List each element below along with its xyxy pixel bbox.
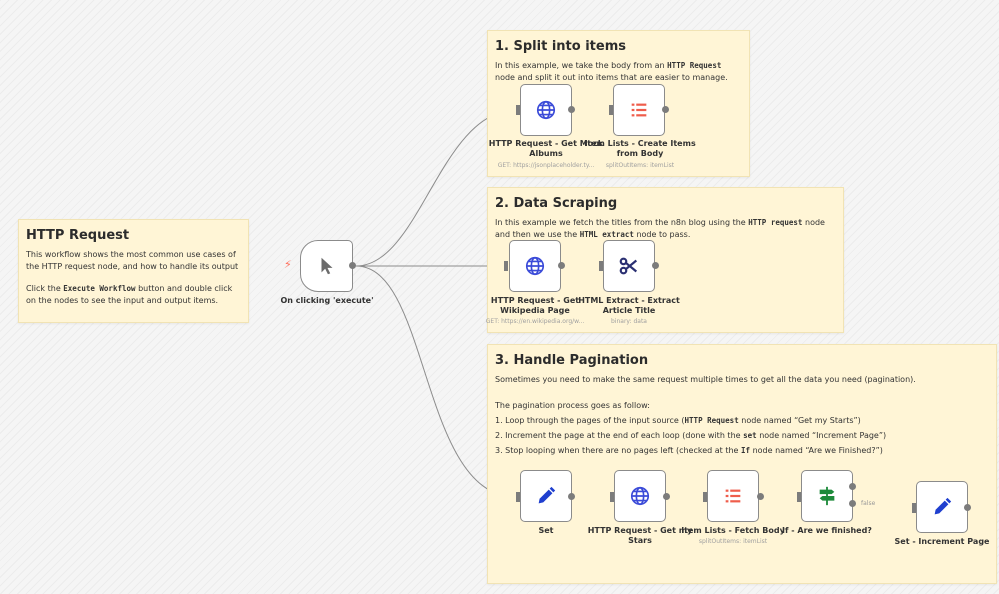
sticky-note-main[interactable]: HTTP Request This workflow shows the mos… — [18, 219, 249, 323]
input-handle[interactable] — [609, 105, 613, 115]
signpost-icon — [819, 486, 835, 506]
note-text: The pagination process goes as follow: — [495, 401, 650, 410]
branch-label-false: false — [861, 500, 876, 507]
node-html-extract[interactable] — [603, 240, 655, 292]
node-label: On clicking 'execute' — [280, 296, 374, 305]
output-handle[interactable] — [662, 106, 669, 113]
node-http-get-my-stars[interactable] — [614, 470, 666, 522]
input-handle[interactable] — [599, 261, 603, 271]
output-handle[interactable] — [568, 493, 575, 500]
input-handle[interactable] — [516, 105, 520, 115]
node-label: Set - Increment Page — [894, 537, 990, 546]
list-icon — [725, 489, 741, 503]
node-label: HTML Extract - Extract Article Title — [578, 296, 680, 315]
output-handle[interactable] — [568, 106, 575, 113]
node-item-lists-fetch-body[interactable] — [707, 470, 759, 522]
globe-icon — [536, 100, 556, 120]
note-text: Click the Execute Workflow button and do… — [26, 284, 233, 305]
input-handle[interactable] — [504, 261, 508, 271]
node-http-get-mock-albums[interactable] — [520, 84, 572, 136]
scissors-icon — [619, 257, 638, 275]
cursor-icon — [321, 257, 332, 275]
node-subtitle: GET: https://en.wikipedia.org/w... — [485, 318, 585, 325]
note-title: 1. Split into items — [495, 39, 626, 54]
note-title: 3. Handle Pagination — [495, 353, 649, 368]
node-subtitle: splitOutItems: itemList — [698, 538, 768, 545]
node-label: If - Are we finished? — [782, 526, 872, 535]
pencil-icon — [538, 486, 556, 504]
input-handle[interactable] — [912, 503, 916, 513]
input-handle[interactable] — [516, 492, 520, 502]
pencil-icon — [934, 497, 952, 515]
note-text: This workflow shows the most common use … — [26, 250, 239, 271]
node-label: Item Lists - Create Items from Body — [584, 139, 696, 158]
node-item-lists-create-items[interactable] — [613, 84, 665, 136]
note-text: In this example, we take the body from a… — [495, 61, 728, 82]
node-label: HTTP Request - Get Wikipedia Page — [490, 296, 580, 315]
input-handle[interactable] — [610, 492, 614, 502]
node-http-get-wikipedia[interactable] — [509, 240, 561, 292]
output-handle[interactable] — [652, 262, 659, 269]
note-text: In this example we fetch the titles from… — [495, 218, 825, 239]
note-text: 2. Increment the page at the end of each… — [495, 431, 887, 440]
input-handle[interactable] — [703, 492, 707, 502]
output-handle[interactable] — [757, 493, 764, 500]
node-set-increment-page[interactable] — [916, 481, 968, 533]
node-label: Set — [538, 526, 554, 535]
output-handle[interactable] — [349, 262, 356, 269]
globe-icon — [630, 486, 650, 506]
note-text: 3. Stop looping when there are no pages … — [495, 446, 883, 455]
output-handle[interactable] — [663, 493, 670, 500]
node-label: HTTP Request - Get Mock Albums — [488, 139, 604, 158]
node-set[interactable] — [520, 470, 572, 522]
note-title: HTTP Request — [26, 228, 130, 243]
node-if-are-we-finished[interactable] — [801, 470, 853, 522]
node-subtitle: binary: data — [611, 318, 647, 325]
note-text: 1. Loop through the pages of the input s… — [495, 416, 861, 425]
node-subtitle: splitOutItems: itemList — [605, 162, 675, 169]
note-title: 2. Data Scraping — [495, 196, 618, 211]
node-label: HTTP Request - Get my Stars — [587, 526, 693, 545]
trigger-bolt-icon: ⚡ — [284, 258, 292, 271]
output-handle[interactable] — [964, 504, 971, 511]
globe-icon — [525, 256, 545, 276]
output-handle-true[interactable] — [849, 483, 856, 490]
node-manual-trigger[interactable] — [300, 240, 353, 292]
sticky-note-pagination[interactable]: 3. Handle Pagination Sometimes you need … — [487, 344, 997, 584]
output-handle[interactable] — [558, 262, 565, 269]
node-label: Item Lists - Fetch Body — [681, 526, 785, 535]
node-subtitle: GET: https://jsonplaceholder.ty... — [497, 162, 595, 169]
note-text: Sometimes you need to make the same requ… — [495, 375, 916, 384]
output-handle-false[interactable] — [849, 500, 856, 507]
input-handle[interactable] — [797, 492, 801, 502]
list-icon — [631, 103, 647, 117]
